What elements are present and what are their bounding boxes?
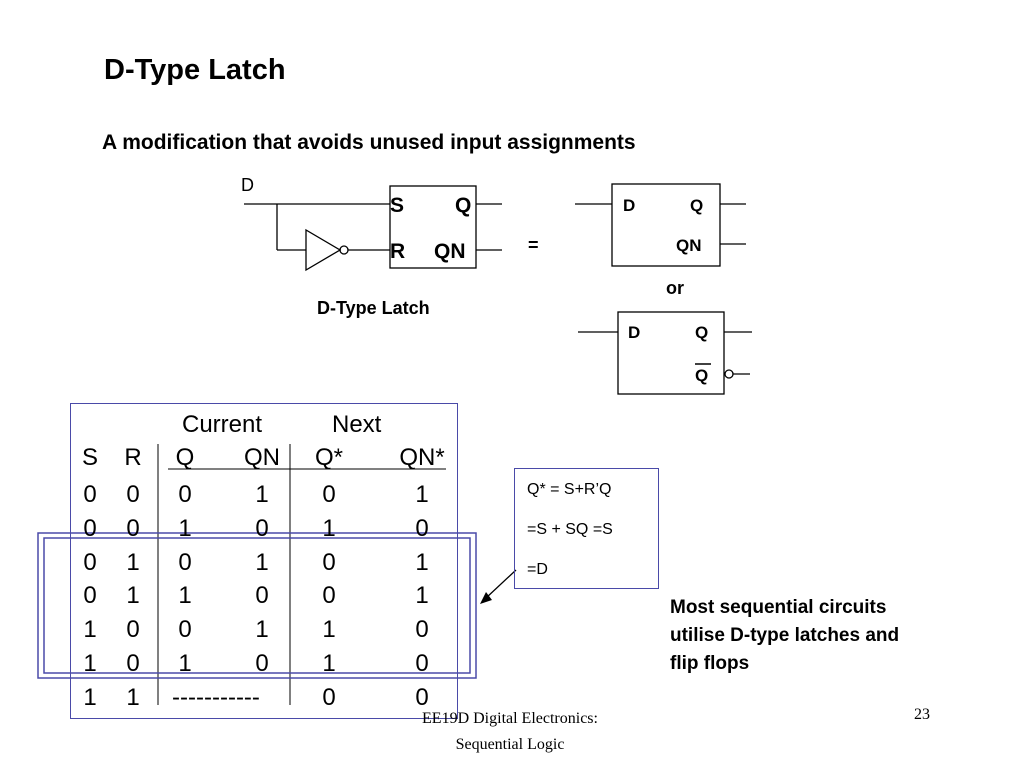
column-header: QN — [244, 444, 280, 471]
table-cell: 0 — [126, 616, 140, 643]
table-cell: 0 — [322, 684, 336, 711]
slide-title: D-Type Latch — [104, 54, 286, 86]
table-cell: 0 — [415, 616, 429, 643]
sr-q-label: Q — [455, 194, 471, 217]
column-header: Q* — [314, 444, 343, 471]
table-cell-dashes: ----------- — [172, 684, 260, 711]
d2-d-label: D — [628, 323, 640, 342]
column-header: Q — [175, 444, 195, 471]
table-cell: 1 — [83, 650, 97, 677]
table-cell: 1 — [322, 616, 336, 643]
table-cell: 0 — [255, 582, 269, 609]
arrow-head — [480, 592, 492, 604]
highlight-box-outer — [37, 532, 477, 679]
footer-course: EE19D Digital Electronics: Sequential Lo… — [380, 706, 640, 758]
table-cell: 1 — [255, 549, 269, 576]
note-line-1: Most sequential circuits — [670, 597, 887, 618]
table-cell: 0 — [126, 481, 140, 508]
table-cell: 1 — [178, 515, 192, 542]
inverter-triangle — [305, 228, 342, 272]
table-cell: 1 — [415, 549, 429, 576]
table-cell: 0 — [415, 650, 429, 677]
sr-r-label: R — [390, 240, 405, 263]
table-cell: 0 — [83, 582, 97, 609]
table-cell: 1 — [415, 582, 429, 609]
equation-box: Q* = S+R’Q =S + SQ =S =D — [514, 468, 659, 589]
d1-q-label: Q — [690, 196, 703, 215]
table-cell: 1 — [178, 650, 192, 677]
table-cell: 0 — [255, 515, 269, 542]
d-latch-box-1 — [611, 183, 721, 267]
d1-d-label: D — [623, 196, 635, 215]
group-header-next: Next — [332, 411, 382, 438]
slide-subtitle: A modification that avoids unused input … — [102, 131, 636, 154]
sr-latch-box — [389, 185, 477, 269]
table-cell: 1 — [255, 481, 269, 508]
table-cell: 0 — [255, 650, 269, 677]
sr-qn-label: QN — [434, 240, 466, 263]
d2-qbar-label: Q — [695, 366, 708, 385]
arrow-line — [485, 569, 517, 599]
table-cell: 0 — [83, 549, 97, 576]
d1-qn-label: QN — [676, 236, 702, 255]
table-cell: 1 — [126, 684, 140, 711]
table-cell: 1 — [255, 616, 269, 643]
table-cell: 0 — [83, 481, 97, 508]
input-label-d: D — [241, 175, 254, 195]
column-header: QN* — [399, 444, 445, 471]
table-cell: 1 — [83, 684, 97, 711]
d-latch-box-2 — [617, 311, 725, 395]
table-cell: 1 — [322, 650, 336, 677]
table-cell: 0 — [415, 684, 429, 711]
table-cell: 1 — [322, 515, 336, 542]
sr-s-label: S — [390, 194, 404, 217]
group-header-current: Current — [182, 411, 263, 438]
table-cell: 0 — [83, 515, 97, 542]
note-text: Most sequential circuits utilise D-type … — [670, 594, 899, 678]
table-cell: 0 — [322, 549, 336, 576]
d2-q-label: Q — [695, 323, 708, 342]
table-cell: 1 — [126, 582, 140, 609]
column-header: S — [81, 444, 98, 471]
table-cell: 0 — [322, 481, 336, 508]
page-number: 23 — [914, 706, 930, 723]
column-header: R — [124, 444, 142, 471]
equation-line-2: =S + SQ =S — [527, 521, 613, 538]
equation-line-1: Q* = S+R’Q — [527, 481, 612, 498]
table-cell: 0 — [178, 549, 192, 576]
table-cell: 1 — [178, 582, 192, 609]
or-label: or — [666, 278, 684, 298]
table-cell: 0 — [126, 515, 140, 542]
highlight-box-inner — [43, 537, 471, 674]
table-cell: 1 — [83, 616, 97, 643]
equals-sign: = — [528, 235, 539, 255]
note-line-2: utilise D-type latches and — [670, 625, 900, 646]
table-cell: 0 — [415, 515, 429, 542]
truth-table — [70, 403, 458, 719]
table-cell: 0 — [322, 582, 336, 609]
table-cell: 0 — [178, 481, 192, 508]
table-cell: 0 — [126, 650, 140, 677]
table-cell: 1 — [415, 481, 429, 508]
footer-course-line-2: Sequential Logic — [455, 736, 565, 753]
footer-course-line-1: EE19D Digital Electronics: — [422, 710, 598, 727]
equation-line-3: =D — [527, 561, 548, 578]
circuit-caption: D-Type Latch — [317, 298, 430, 318]
table-cell: 1 — [126, 549, 140, 576]
note-line-3: flip flops — [670, 653, 750, 674]
table-cell: 0 — [178, 616, 192, 643]
